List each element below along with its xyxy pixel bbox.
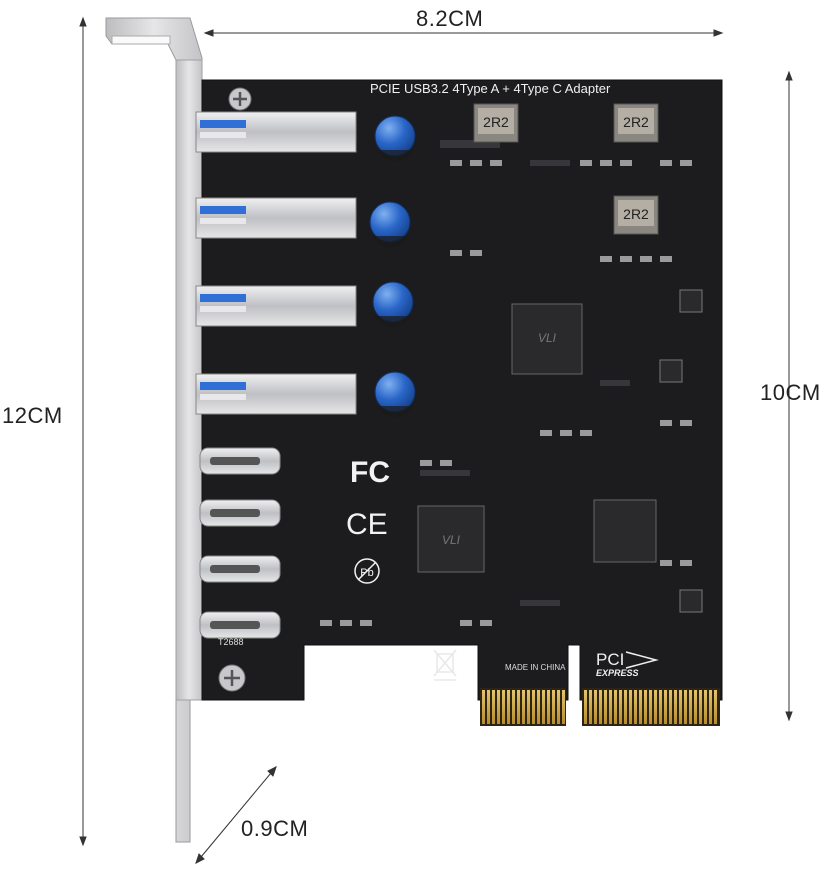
- inductors: 2R2 2R2 2R2: [473, 103, 659, 235]
- gold-finger-contact: [659, 690, 662, 724]
- board-title: PCIE USB3.2 4Type A + 4Type C Adapter: [370, 81, 611, 96]
- inductor-1: 2R2: [473, 103, 519, 143]
- inductor-2-label: 2R2: [623, 114, 649, 130]
- gold-finger-contact: [537, 690, 540, 724]
- pb-free-mark: Pb: [354, 558, 380, 584]
- right-height-dimension-line: [785, 70, 793, 722]
- gold-finger-contact: [654, 690, 657, 724]
- top-screw: [228, 87, 252, 111]
- gold-fingers: [480, 688, 720, 726]
- gold-finger-contact: [684, 690, 687, 724]
- inductor-2: 2R2: [613, 103, 659, 143]
- gold-finger-contact: [709, 690, 712, 724]
- weee-icon: [433, 649, 457, 681]
- gold-finger-contact: [542, 690, 545, 724]
- usb-a-port-4: [195, 373, 357, 415]
- gold-finger-contact: [614, 690, 617, 724]
- controller-chip-2: VLI: [417, 505, 485, 573]
- left-height-label: 12CM: [2, 403, 63, 428]
- pci-express-logo: PCI EXPRESS: [596, 650, 659, 678]
- inductor-3-label: 2R2: [623, 206, 649, 222]
- gold-finger-contact: [649, 690, 652, 724]
- usb-a-ports: [195, 111, 357, 415]
- usb-c-port-1: [199, 447, 281, 475]
- depth-label: 0.9CM: [241, 816, 309, 841]
- capacitor-2: [369, 201, 411, 248]
- width-label: 8.2CM: [416, 6, 484, 31]
- gold-finger-contact: [609, 690, 612, 724]
- pci-logo-bottom: EXPRESS: [596, 668, 639, 678]
- ce-mark: CE: [346, 508, 388, 541]
- chip-2-brand: VLI: [442, 533, 461, 547]
- gold-finger-contact: [669, 690, 672, 724]
- capacitors: [369, 115, 416, 418]
- gold-finger-contact: [689, 690, 692, 724]
- gold-finger-contact: [547, 690, 550, 724]
- gold-finger-contact: [522, 690, 525, 724]
- controller-chip-3: [593, 499, 657, 563]
- gold-finger-contact: [584, 690, 587, 724]
- pb-free-label: Pb: [360, 567, 373, 579]
- gold-finger-contact: [604, 690, 607, 724]
- usb-a-port-3: [195, 285, 357, 327]
- pci-logo-top: PCI: [596, 650, 624, 669]
- usb-c-port-4: [199, 611, 281, 639]
- gold-finger-contact: [552, 690, 555, 724]
- gold-finger-contact: [482, 690, 485, 724]
- chip-1-brand: VLI: [538, 331, 557, 345]
- right-height-label: 10CM: [760, 380, 821, 405]
- smd-components: [320, 160, 703, 626]
- inductor-3: 2R2: [613, 195, 659, 235]
- gold-finger-contact: [714, 690, 717, 724]
- gold-finger-contact: [639, 690, 642, 724]
- gold-finger-contact: [492, 690, 495, 724]
- gold-finger-contact: [532, 690, 535, 724]
- gold-finger-contact: [497, 690, 500, 724]
- capacitor-3: [372, 281, 414, 328]
- connector-ref: T2688: [218, 637, 244, 647]
- gold-finger-contact: [517, 690, 520, 724]
- gold-finger-contact: [644, 690, 647, 724]
- gold-finger-contact: [487, 690, 490, 724]
- gold-finger-contact: [599, 690, 602, 724]
- gold-finger-contact: [557, 690, 560, 724]
- gold-finger-contact: [624, 690, 627, 724]
- gold-finger-contact: [664, 690, 667, 724]
- gold-finger-contact: [694, 690, 697, 724]
- gold-finger-contact: [589, 690, 592, 724]
- gold-finger-contact: [507, 690, 510, 724]
- gold-finger-contact: [634, 690, 637, 724]
- gold-finger-contact: [629, 690, 632, 724]
- controller-chip-1: VLI: [511, 303, 583, 375]
- usb-c-ports: [199, 447, 281, 639]
- made-in-label: MADE IN CHINA: [505, 663, 566, 672]
- gold-finger-contact: [502, 690, 505, 724]
- gold-finger-contact: [699, 690, 702, 724]
- usb-c-port-3: [199, 555, 281, 583]
- usb-c-port-2: [199, 499, 281, 527]
- gold-finger-contact: [527, 690, 530, 724]
- gold-finger-contact: [679, 690, 682, 724]
- metal-bracket: [105, 17, 203, 843]
- gold-finger-contact: [594, 690, 597, 724]
- fc-mark: FC: [350, 456, 390, 489]
- gold-finger-contact: [562, 690, 565, 724]
- capacitor-4: [374, 371, 416, 418]
- capacitor-1: [374, 115, 416, 162]
- inductor-1-label: 2R2: [483, 114, 509, 130]
- width-dimension-line: [203, 29, 724, 37]
- gold-finger-contact: [674, 690, 677, 724]
- depth-dimension-line: [195, 766, 277, 864]
- usb-a-port-1: [195, 111, 357, 153]
- gold-finger-contact: [704, 690, 707, 724]
- bottom-screw: [218, 664, 246, 692]
- left-height-dimension-line: [79, 16, 87, 847]
- gold-finger-contact: [619, 690, 622, 724]
- gold-finger-contact: [512, 690, 515, 724]
- usb-a-port-2: [195, 197, 357, 239]
